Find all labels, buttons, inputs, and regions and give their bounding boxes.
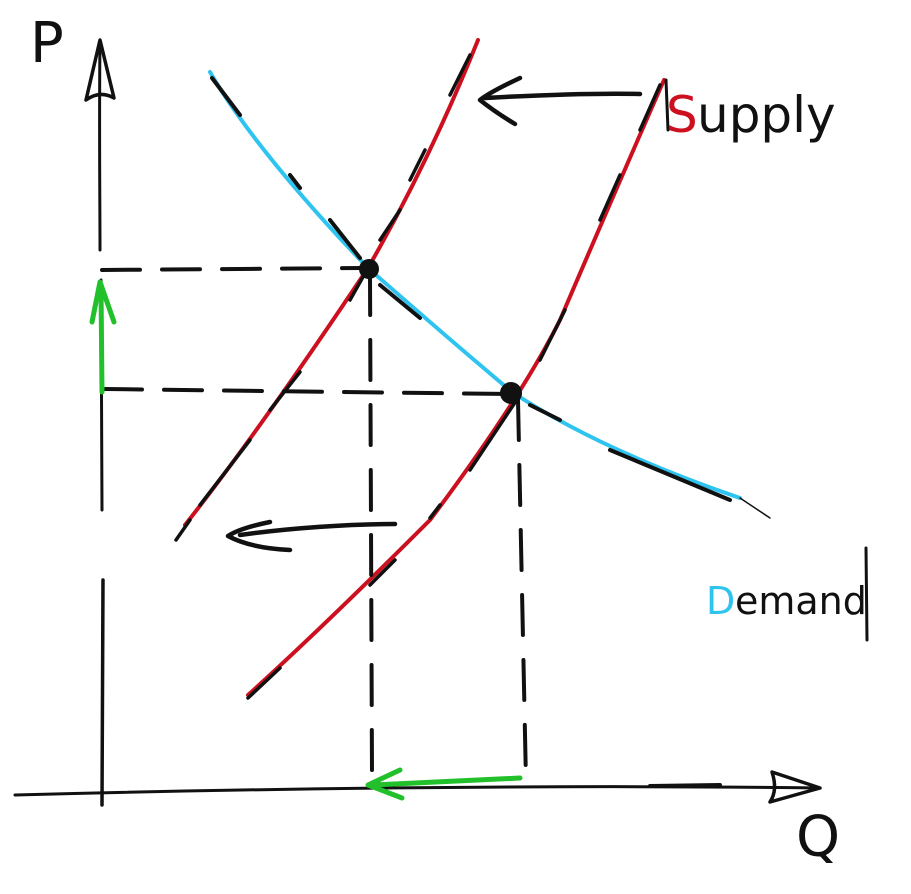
price-axis — [84, 38, 116, 807]
demand-label: D emand — [706, 546, 869, 642]
demand-label-rest: emand — [735, 579, 867, 623]
equilibrium-point-new — [359, 259, 379, 279]
supply-shift-arrow-top — [477, 75, 643, 127]
demand-curve — [208, 70, 771, 519]
equilibrium-point-original — [500, 382, 522, 404]
demand-label-initial: D — [706, 579, 735, 623]
supply-shift-arrow-bottom — [225, 519, 398, 553]
quantity-guide-lines — [368, 273, 528, 784]
supply-label-bar — [664, 78, 670, 132]
price-guide-lines — [100, 266, 510, 396]
quantity-decrease-arrow — [365, 767, 523, 801]
quantity-axis — [13, 770, 822, 804]
supply-curve-shifted — [174, 38, 480, 542]
supply-label-rest: upply — [697, 86, 836, 144]
price-axis-label: P — [30, 11, 64, 76]
price-increase-arrow — [89, 279, 117, 395]
supply-label-initial: S — [666, 86, 698, 144]
supply-curve-original — [246, 78, 666, 700]
supply-label: S upply — [664, 78, 836, 144]
quantity-axis-label: Q — [796, 805, 840, 870]
demand-label-bar — [864, 546, 869, 642]
